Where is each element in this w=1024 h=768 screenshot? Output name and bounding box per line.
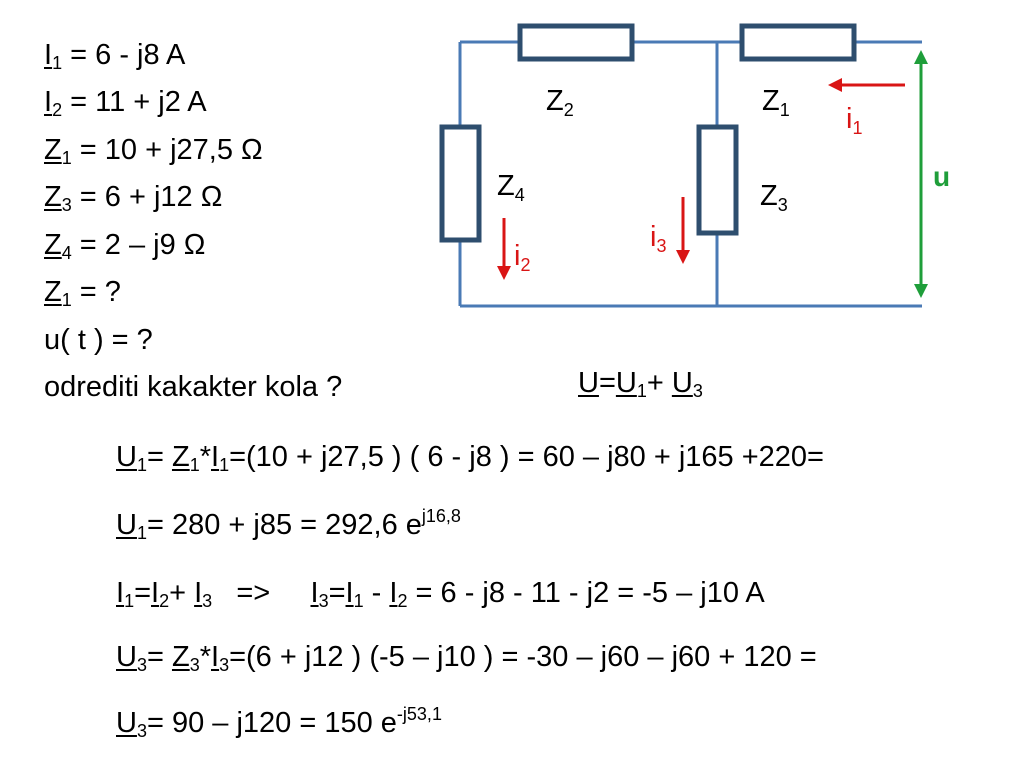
label-z3: Z3 bbox=[760, 180, 788, 215]
ut-question: u( t ) = ? bbox=[44, 324, 153, 356]
label-i1: i1 bbox=[846, 103, 862, 138]
kvl-equation: U=U1+ U3 bbox=[578, 367, 703, 401]
given-i1: I1 = 6 - j8 A bbox=[44, 39, 186, 73]
step-u3-result: U3= 90 – j120 = 150 e-j53,1 bbox=[116, 704, 442, 741]
label-u: u bbox=[933, 161, 950, 192]
circuit-wires bbox=[458, 40, 922, 308]
i2-arrowhead bbox=[497, 266, 511, 280]
given-z1-question: Z1 = ? bbox=[44, 276, 121, 310]
given-z1: Z1 = 10 + j27,5 Ω bbox=[44, 134, 263, 168]
label-i3: i3 bbox=[650, 221, 666, 256]
task-question: odrediti kakakter kola ? bbox=[44, 371, 343, 403]
step-u1-product: U1= Z1*I1=(10 + j27,5 ) ( 6 - j8 ) = 60 … bbox=[116, 441, 824, 475]
label-z2: Z2 bbox=[546, 85, 574, 120]
i1-arrowhead bbox=[828, 78, 842, 92]
step-currents: I1=I2+ I3 => I3=I1 - I2 = 6 - j8 - 11 - … bbox=[116, 577, 765, 611]
given-z4: Z4 = 2 – j9 Ω bbox=[44, 229, 206, 263]
resistor-z2 bbox=[517, 23, 635, 62]
resistor-z1 bbox=[739, 23, 857, 62]
resistor-z4 bbox=[439, 124, 482, 243]
label-z4: Z4 bbox=[497, 170, 525, 205]
given-z3: Z3 = 6 + j12 Ω bbox=[44, 181, 223, 215]
u-arrowhead-bottom bbox=[914, 284, 928, 298]
i3-arrowhead bbox=[676, 250, 690, 264]
given-i2: I2 = 11 + j2 A bbox=[44, 86, 207, 120]
label-z1: Z1 bbox=[762, 85, 790, 120]
label-i2: i2 bbox=[514, 240, 530, 275]
u-arrowhead-top bbox=[914, 50, 928, 64]
step-u3-product: U3= Z3*I3=(6 + j12 ) (-5 – j10 ) = -30 –… bbox=[116, 641, 817, 675]
step-u1-result: U1= 280 + j85 = 292,6 ej16,8 bbox=[116, 506, 461, 543]
resistor-z3 bbox=[696, 124, 739, 236]
